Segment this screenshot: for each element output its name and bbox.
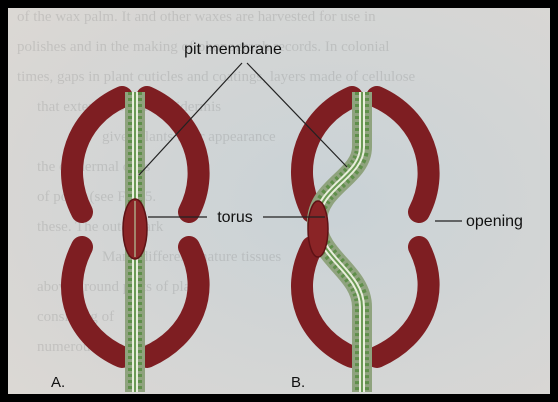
opening-label: opening: [466, 213, 523, 230]
pit-diagram-a: [72, 92, 199, 392]
bordered-pit-diagram: of the wax palm. It and other waxes are …: [7, 7, 551, 395]
torus-b: [308, 201, 328, 257]
figure-frame: of the wax palm. It and other waxes are …: [4, 4, 554, 398]
panel-b-label: B.: [291, 374, 305, 391]
pit-membrane-label: pit membrane: [184, 41, 282, 58]
background-text-line: times, gaps in plant cuticles and coatin…: [17, 69, 416, 85]
background-text-line: of the wax palm. It and other waxes are …: [17, 9, 376, 25]
panel-a-label: A.: [51, 374, 65, 391]
torus-label: torus: [217, 209, 253, 226]
